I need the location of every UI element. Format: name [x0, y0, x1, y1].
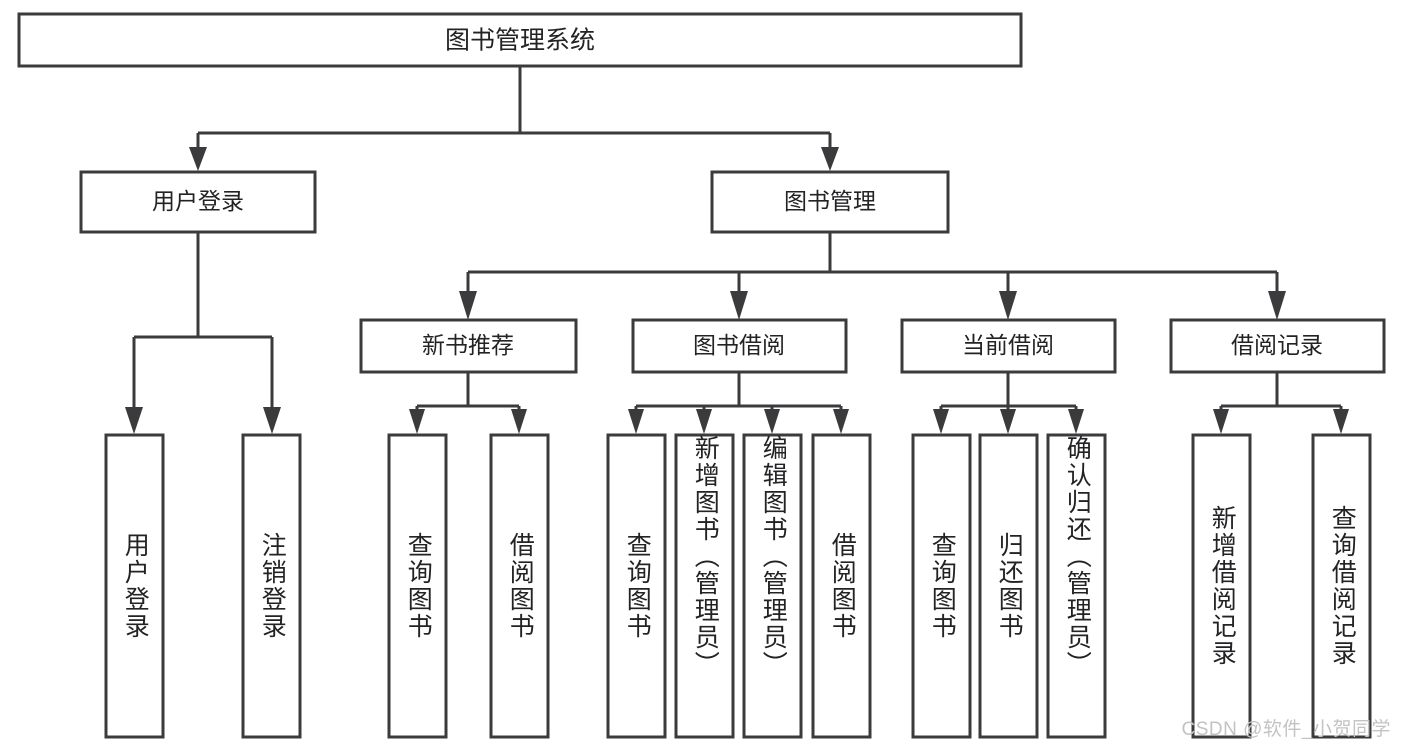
leaf-box-bb-add-book[interactable]: [674, 433, 735, 739]
leaf-box-bb-query-book[interactable]: [606, 433, 667, 739]
arrowhead-br-leaf-2: [1333, 409, 1349, 434]
node-root[interactable]: [17, 12, 1023, 68]
leaf-box-logout[interactable]: [241, 433, 302, 739]
arrowhead-nbr-leaf-1: [409, 409, 425, 434]
arrowhead-current-borrow: [999, 291, 1017, 320]
arrowhead-new-book-recommend: [459, 291, 477, 320]
leaf-box-user-login[interactable]: [104, 433, 165, 739]
arrowhead-cb-leaf-3: [1068, 409, 1084, 434]
node-book-manage[interactable]: [710, 170, 950, 234]
arrowhead-cb-leaf-1: [933, 409, 949, 434]
leaf-box-nbr-query-book[interactable]: [387, 433, 448, 739]
arrowhead-nbr-leaf-2: [511, 409, 527, 434]
node-borrow-record[interactable]: [1169, 318, 1386, 374]
leaf-box-bb-borrow-book[interactable]: [811, 433, 872, 739]
arrowhead-br-leaf-1: [1213, 409, 1229, 434]
arrowhead-bb-leaf-3: [764, 409, 780, 434]
leaf-box-br-add-record[interactable]: [1191, 433, 1252, 739]
node-current-borrow[interactable]: [900, 318, 1117, 374]
leaf-box-bb-edit-book[interactable]: [742, 433, 803, 739]
connector-layer: [125, 66, 1349, 434]
arrowhead-borrow-record: [1268, 291, 1286, 320]
node-root-label: 图书管理系统: [445, 27, 595, 55]
arrowhead-bb-leaf-1: [628, 409, 644, 434]
arrowhead-leaf-logout: [263, 407, 281, 434]
node-book-manage-label: 图书管理: [784, 188, 876, 214]
leaf-box-cb-query-book[interactable]: [911, 433, 972, 739]
leaf-box-cb-return-book[interactable]: [978, 433, 1039, 739]
node-book-borrow[interactable]: [631, 318, 848, 374]
node-current-borrow-label: 当前借阅: [962, 332, 1054, 358]
arrowhead-user-login: [189, 147, 207, 171]
leaf-box-nbr-borrow-book[interactable]: [489, 433, 550, 739]
leaf-box-cb-confirm-return[interactable]: [1046, 433, 1107, 739]
node-user-login[interactable]: [79, 170, 317, 234]
arrowhead-leaf-user-login: [125, 407, 143, 434]
arrowhead-bb-leaf-2: [696, 409, 712, 434]
leaf-box-br-query-record[interactable]: [1311, 433, 1372, 739]
node-layer: 图书管理系统 用户登录 图书管理 新书推荐 图书借阅 当前借阅 借阅记录: [17, 12, 1386, 739]
node-new-book-recommend-label: 新书推荐: [422, 332, 514, 358]
node-book-borrow-label: 图书借阅: [693, 332, 785, 358]
node-user-login-label: 用户登录: [152, 188, 244, 214]
node-borrow-record-label: 借阅记录: [1231, 332, 1323, 358]
arrowhead-book-manage: [821, 147, 839, 171]
arrowhead-bb-leaf-4: [833, 409, 849, 434]
arrowhead-cb-leaf-2: [1000, 409, 1016, 434]
node-new-book-recommend[interactable]: [359, 318, 578, 374]
arrowhead-book-borrow: [730, 291, 748, 320]
